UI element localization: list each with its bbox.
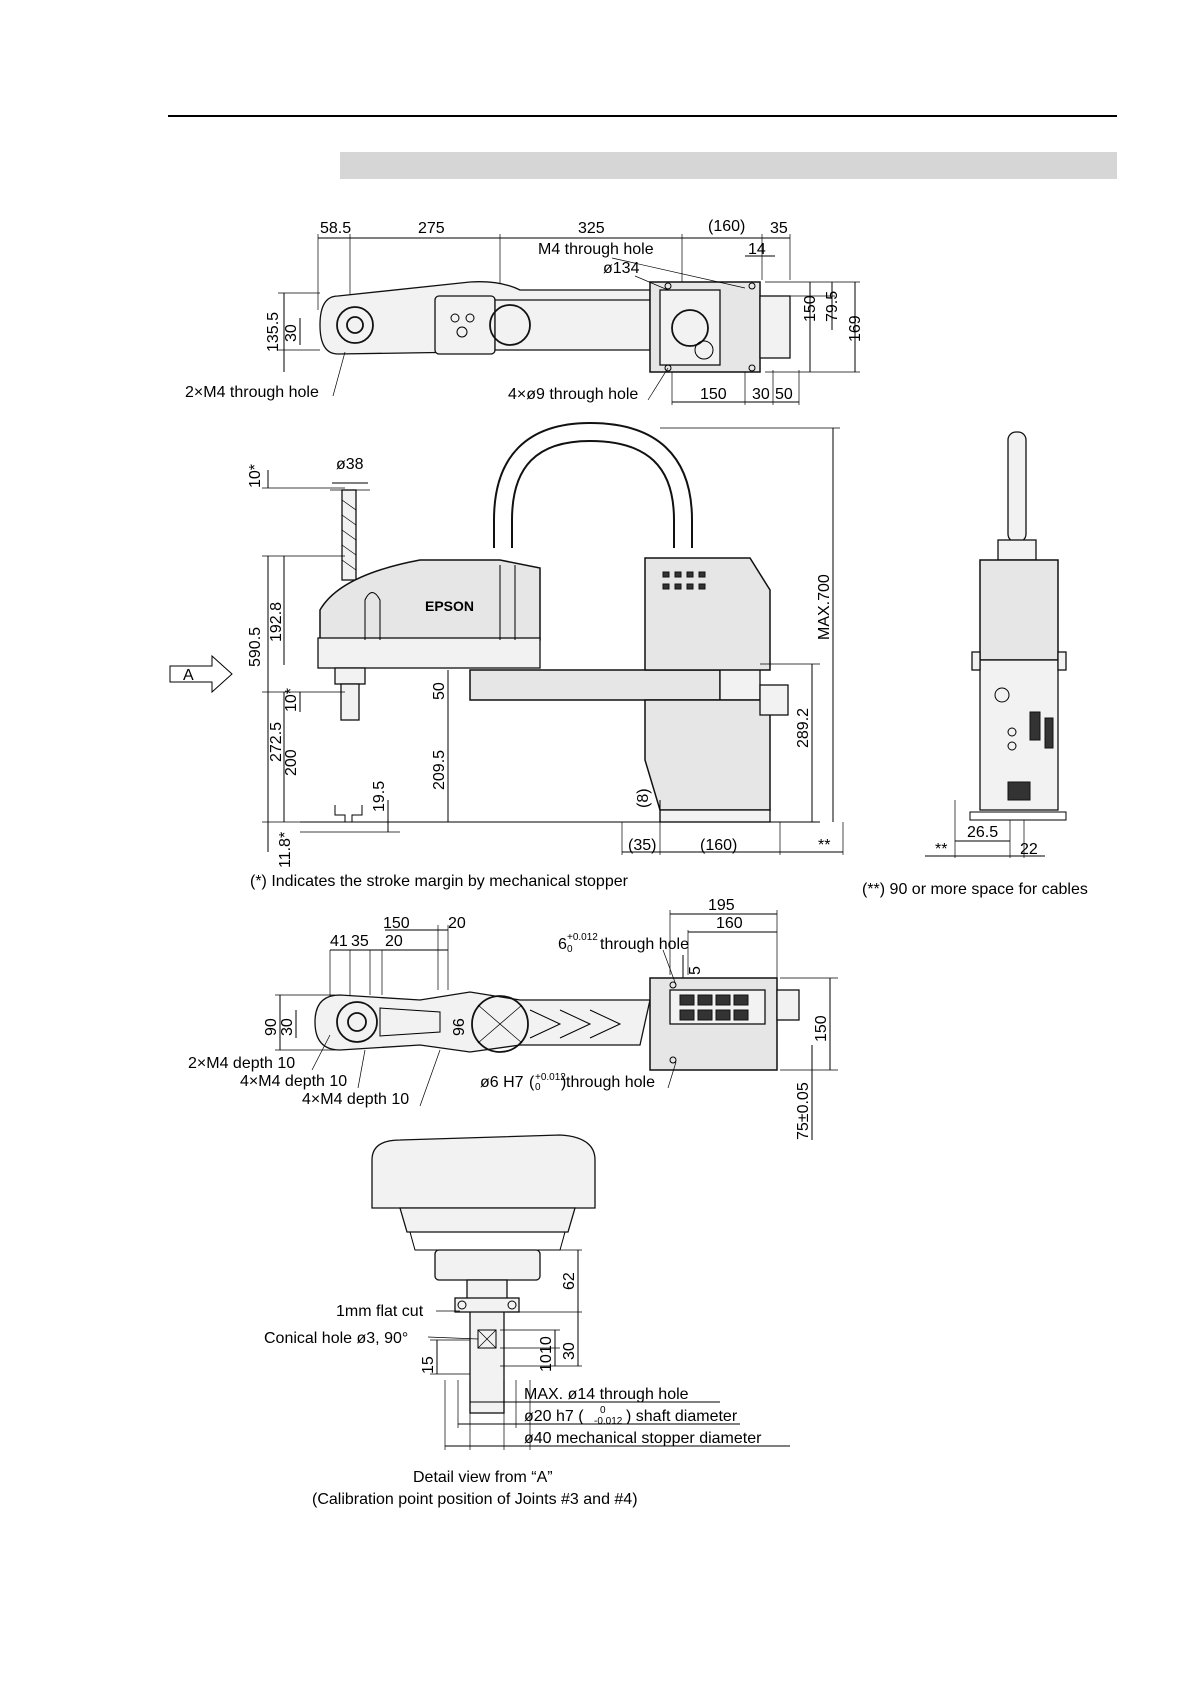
end-view: 26.5 22 ** (**) 90 or more space for cab… (862, 431, 1088, 898)
label-h7-paren-close: ) (561, 1074, 566, 1091)
dim-dia-38: ø38 (336, 456, 364, 473)
dim-8-paren: (8) (635, 788, 652, 808)
note-cable-space: (**) 90 or more space for cables (862, 881, 1088, 898)
dim-90: 90 (263, 1018, 280, 1036)
brand-logo-text: EPSON (425, 598, 474, 614)
label-max-14-through: MAX. ø14 through hole (524, 1386, 689, 1403)
label-hole-6-tol-dn: 0 (567, 944, 573, 955)
dim-30-bottom: 30 (752, 386, 770, 403)
label-flat-cut: 1mm flat cut (336, 1303, 424, 1320)
dim-30-bottom-view: 30 (279, 1018, 296, 1036)
detail-view: 62 15 10 10 30 1mm flat cut Conical hole… (264, 1134, 790, 1508)
side-view: A EPSON 10* ø38 192.8 (169, 421, 844, 890)
dim-20-b: 20 (385, 933, 403, 950)
dim-15: 15 (420, 1356, 437, 1374)
dim-289-2: 289.2 (795, 708, 812, 748)
caption-detail-view: Detail view from “A” (413, 1469, 553, 1486)
view-a-arrow (169, 654, 233, 694)
section-heading-bar (340, 152, 1117, 179)
label-h7-paren-open: ( (529, 1074, 535, 1091)
dim-double-star-end: ** (935, 841, 947, 858)
label-4xdia9-through-hole: 4×ø9 through hole (508, 386, 638, 403)
label-4xm4-depth-10-b: 4×M4 depth 10 (302, 1091, 409, 1108)
label-shaft-tol-up: 0 (600, 1405, 606, 1416)
dim-150-bottom-view: 150 (383, 915, 410, 932)
dim-10-a: 10 (538, 1336, 555, 1354)
caption-calibration-point: (Calibration point position of Joints #3… (312, 1491, 638, 1508)
dim-19-5: 19.5 (371, 781, 388, 812)
label-shaft-tol-dn: -0.012 (594, 1416, 623, 1427)
label-hole-6-through: through hole (600, 936, 689, 953)
label-shaft-diameter-prefix: ø20 h7 ( (524, 1408, 584, 1425)
label-h7-tol-up: +0.012 (535, 1072, 566, 1083)
label-dia-134: ø134 (603, 260, 640, 277)
label-h7-tol-dn: 0 (535, 1082, 541, 1093)
dim-192-8: 192.8 (268, 602, 285, 642)
dim-160-paren-side: (160) (700, 837, 737, 854)
label-hole-6-num: 6 (558, 936, 567, 953)
dim-200-vertical: 200 (283, 749, 300, 776)
dim-max-700: MAX.700 (816, 574, 833, 640)
label-stopper-40: ø40 mechanical stopper diameter (524, 1430, 762, 1447)
dim-35-bottom-view: 35 (351, 933, 369, 950)
dim-30-left: 30 (283, 324, 300, 342)
label-conical-hole: Conical hole ø3, 90° (264, 1330, 408, 1347)
dim-50: 50 (431, 682, 448, 700)
dim-58-5: 58.5 (320, 220, 351, 237)
label-2xm4-through-hole: 2×M4 through hole (185, 384, 319, 401)
dim-50-bottom: 50 (775, 386, 793, 403)
dim-96: 96 (451, 1018, 468, 1036)
dim-150-vertical: 150 (802, 295, 819, 322)
dim-160-bottom-view: 160 (716, 915, 743, 932)
dim-41: 41 (330, 933, 348, 950)
label-hole-6-tol-up: +0.012 (567, 932, 598, 943)
dim-30-detail: 30 (561, 1342, 578, 1360)
dim-195: 195 (708, 897, 735, 914)
dim-150-bottom: 150 (700, 386, 727, 403)
dim-5: 5 (687, 966, 704, 975)
dim-10-b: 10 (538, 1354, 555, 1372)
label-2xm4-depth-10: 2×M4 depth 10 (188, 1055, 295, 1072)
label-m4-through-hole: M4 through hole (538, 241, 654, 258)
dim-150-vertical-bottom-view: 150 (813, 1015, 830, 1042)
bottom-view: 150 20 41 35 20 195 160 5 90 30 96 150 7… (188, 897, 838, 1140)
dim-160-paren: (160) (708, 218, 745, 235)
dim-275: 275 (418, 220, 445, 237)
dim-135-5: 135.5 (265, 312, 282, 352)
label-h7-through: through hole (566, 1074, 655, 1091)
label-shaft-diameter-suffix: ) shaft diameter (626, 1408, 738, 1425)
dim-272-5: 272.5 (268, 722, 285, 762)
dim-10-star-mid: 10* (283, 688, 300, 712)
note-stroke-margin: (*) Indicates the stroke margin by mecha… (250, 873, 629, 890)
label-4xm4-depth-10-a: 4×M4 depth 10 (240, 1073, 347, 1090)
dim-35: 35 (770, 220, 788, 237)
header-rule (168, 115, 1117, 117)
dim-11-8-star: 11.8* (277, 832, 294, 868)
dim-79-5: 79.5 (824, 291, 841, 322)
dim-14: 14 (748, 241, 766, 258)
top-view: 58.5 275 325 (160) 35 14 M4 through hole… (185, 218, 864, 405)
dim-75-tolerance: 75±0.05 (795, 1082, 812, 1140)
dim-35-paren: (35) (628, 837, 656, 854)
arrow-label-a: A (183, 667, 194, 684)
dim-22: 22 (1020, 841, 1038, 858)
dim-590-5: 590.5 (247, 627, 264, 667)
dim-20-a: 20 (448, 915, 466, 932)
dim-209-5: 209.5 (431, 750, 448, 790)
dim-325: 325 (578, 220, 605, 237)
dim-10-star-top: 10* (247, 464, 264, 488)
label-dia-6-h7: ø6 H7 (480, 1074, 524, 1091)
dim-169: 169 (847, 315, 864, 342)
dim-62: 62 (561, 1272, 578, 1290)
dim-26-5: 26.5 (967, 824, 998, 841)
dim-double-star-side: ** (818, 837, 830, 854)
